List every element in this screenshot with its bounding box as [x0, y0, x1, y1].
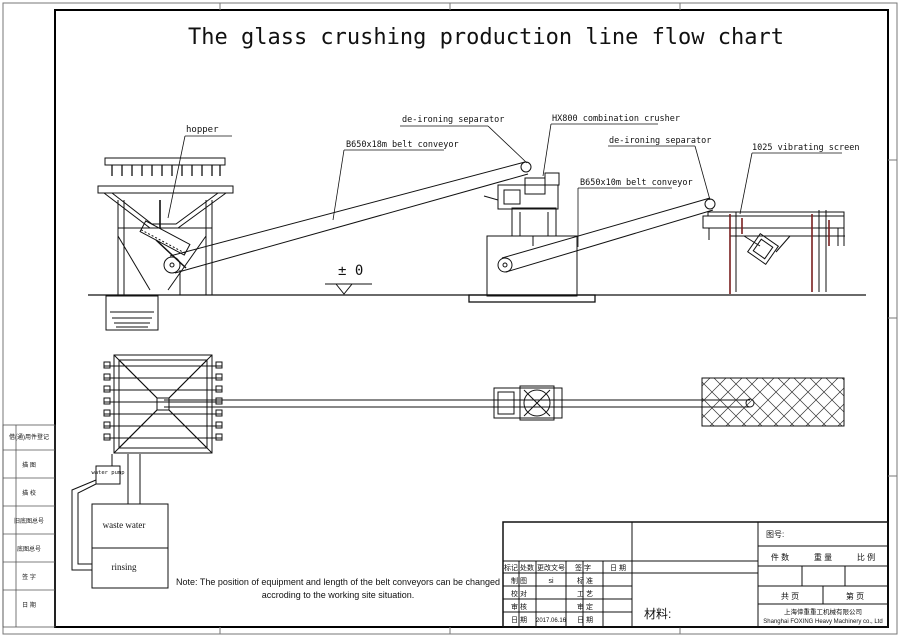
row-1-a: 校 对: [511, 589, 527, 598]
row-3-b: 2017.06.16: [536, 618, 567, 624]
row-1-c: 工 艺: [577, 590, 593, 598]
waste-water-tank: [91, 503, 169, 549]
title-block: [502, 521, 889, 628]
ground-level-label: ± 0: [338, 263, 363, 279]
deiron-2-label: de-ironing separator: [609, 136, 711, 146]
water-pump-label: water pump: [91, 470, 124, 476]
page-title: The glass crushing production line flow …: [188, 25, 784, 50]
conveyor-2-leader: [577, 187, 672, 247]
company-name-en: Shanghai FOXING Heavy Machinery co., Ltd: [763, 619, 882, 625]
row-2-c: 审 定: [577, 602, 593, 611]
side-label-6: 日 期: [22, 601, 36, 609]
rev-header-0: 标记: [504, 563, 518, 572]
row-2-a: 审 核: [511, 602, 527, 611]
hopper-label: hopper: [186, 125, 219, 135]
screen-leader: [739, 152, 842, 215]
water-pump-box: [95, 465, 121, 485]
sheet-total-label: 共 页: [781, 592, 799, 601]
frame-ticks: [219, 3, 897, 634]
inner-frame: [54, 9, 889, 628]
belt-conveyor-2: [497, 197, 716, 273]
crusher-label: HX800 combination crusher: [552, 114, 680, 124]
company-name-cn: 上海倖重重工机械有限公司: [784, 607, 862, 616]
attr-header-1: 重 量: [814, 552, 832, 562]
side-label-3: 旧底图总号: [14, 517, 44, 525]
rev-header-3: 签 字: [575, 563, 591, 572]
plan-conveyor: [164, 398, 755, 408]
material-label: 材料:: [644, 607, 671, 621]
rev-header-2: 更改文号: [537, 563, 565, 572]
waste-water-label: waste water: [103, 520, 146, 530]
note-line-2: accroding to the working site situation.: [262, 590, 415, 600]
row-0-b: si: [548, 578, 554, 585]
row-3-c: 日 期: [577, 616, 593, 624]
screen-label: 1025 vibrating screen: [752, 143, 859, 153]
screen-accent-posts: [729, 214, 830, 294]
rinsing-tank: [91, 547, 169, 589]
row-3-a: 日 期: [511, 616, 527, 624]
deiron-1-leader: [400, 125, 528, 164]
side-label-1: 描 图: [22, 461, 36, 469]
hopper-plan: [103, 354, 223, 454]
side-block: [2, 424, 56, 628]
sheet-no-label: 第 页: [846, 591, 864, 601]
row-0-a: 制 图: [511, 576, 527, 585]
attr-header-2: 比 例: [857, 552, 875, 562]
plan-pipes: [71, 454, 141, 571]
vibrating-screen-elevation: [702, 210, 845, 292]
rev-header-1: 处数: [520, 563, 534, 572]
side-label-0: 借(通)用件登记: [9, 433, 49, 441]
side-label-5: 签 字: [22, 573, 36, 581]
row-0-c: 标 准: [577, 576, 593, 585]
crusher-elevation: [468, 172, 596, 303]
rinsing-label: rinsing: [111, 562, 137, 572]
crusher-leader: [542, 123, 658, 177]
conveyor-1-label: B650x18m belt conveyor: [346, 140, 459, 150]
attr-header-0: 件 数: [771, 552, 789, 562]
side-label-4: 底图总号: [17, 545, 41, 553]
conveyor-2-label: B650x10m belt conveyor: [580, 178, 693, 188]
screen-plan: [701, 377, 845, 427]
belt-conveyor-1: [163, 161, 532, 295]
drawing-no-label: 图号:: [766, 530, 784, 539]
hopper-leader: [167, 135, 232, 219]
deiron-2-leader: [608, 145, 711, 201]
side-label-2: 描 校: [22, 489, 36, 497]
ground-level-marker: ± 0: [325, 263, 372, 295]
hopper-elevation: [97, 157, 234, 331]
note-line-1: Note: The position of equipment and leng…: [176, 577, 500, 587]
crusher-plan: [493, 385, 563, 421]
rev-header-4: 日 期: [610, 564, 626, 572]
conveyor-1-leader: [332, 149, 444, 221]
deiron-1-label: de-ironing separator: [402, 115, 504, 125]
